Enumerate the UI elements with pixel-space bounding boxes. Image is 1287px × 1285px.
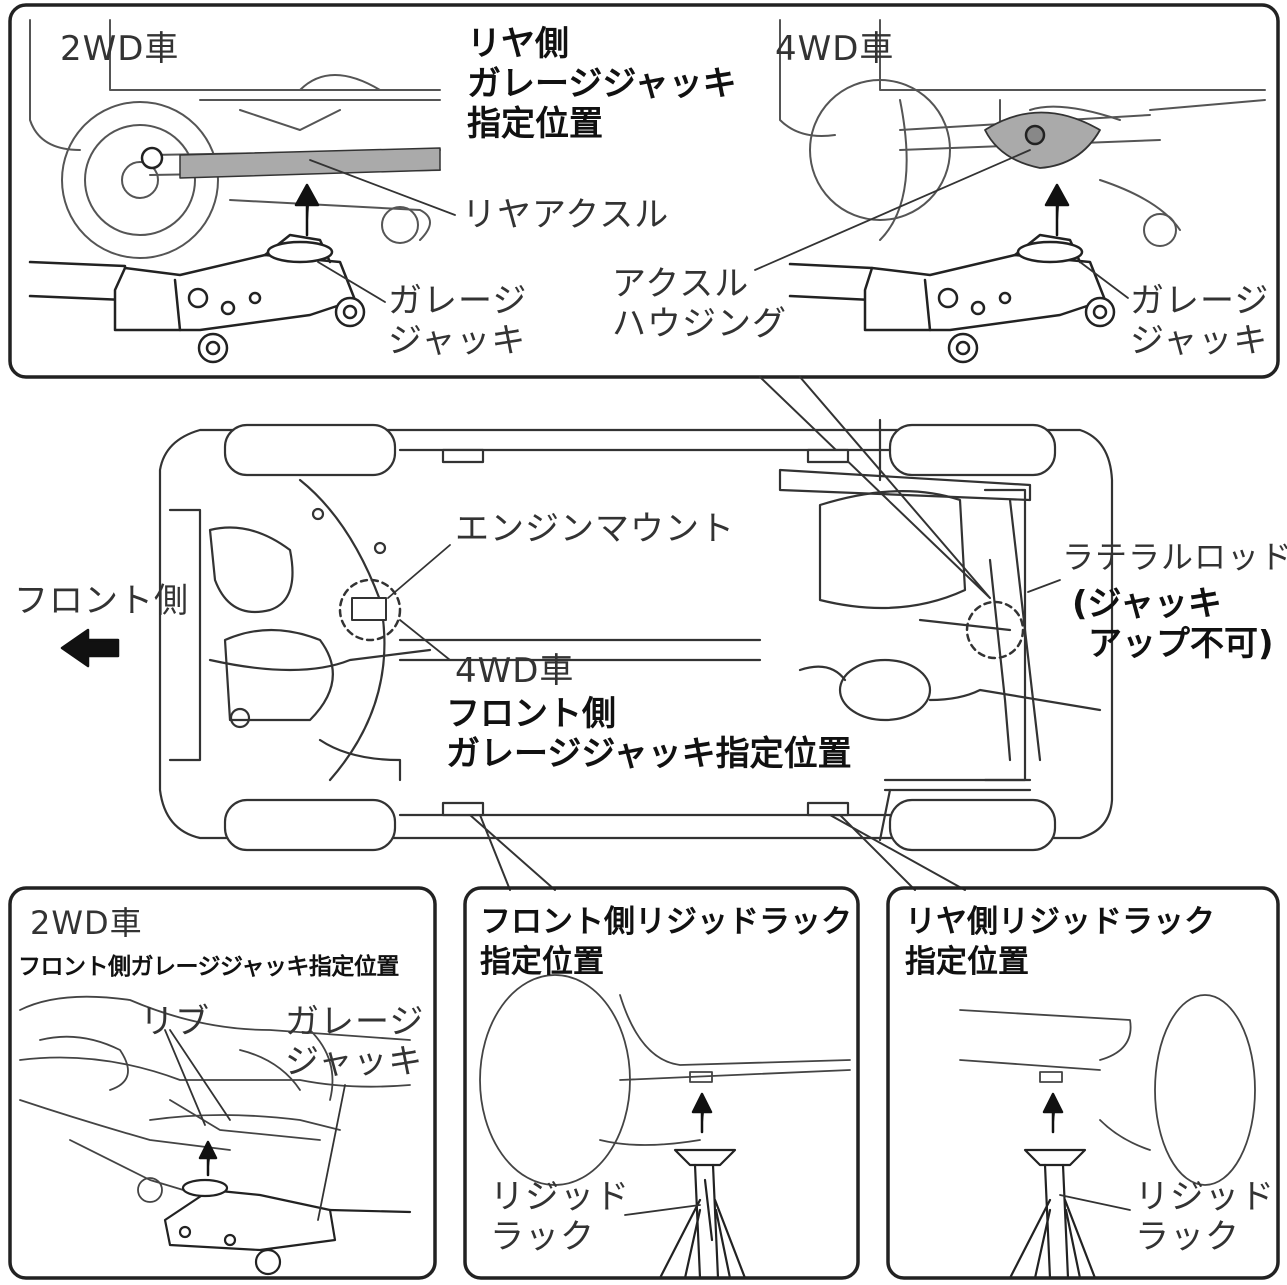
up-arrow-right (1044, 183, 1070, 237)
garage-jack-left (28, 233, 366, 364)
jack-label-bl-2: ジャッキ (285, 1042, 424, 1082)
jack-label-right-2: ジャッキ (1130, 321, 1269, 361)
front-2wd-title: 2WD車 (30, 904, 143, 942)
rack-label-middle-1: リジッド (490, 1177, 630, 1217)
callout-front-rack (469, 814, 556, 891)
leader-rear-axle (309, 159, 456, 216)
leader-lateral-rod (1027, 579, 1061, 593)
front-2wd-heading: フロント側ガレージジャッキ指定位置 (18, 954, 399, 980)
callout-top (759, 376, 991, 599)
rack-label-right-2: ラック (1135, 1217, 1240, 1257)
lateral-rod-circle (965, 600, 1025, 660)
leader-rack-right (1059, 1194, 1131, 1211)
rigid-rack-middle (658, 1148, 747, 1280)
rigid-rack-right (1008, 1148, 1097, 1280)
bottom-right-frame (886, 886, 1280, 1280)
rear-axle-label: リヤアクスル (462, 195, 670, 235)
front-2wd-illustration (19, 995, 411, 1203)
jack-label-left-1: ガレージ (388, 281, 528, 321)
front-rack-illustration (479, 974, 851, 1186)
bottom-middle-frame (463, 886, 860, 1280)
garage-jack-right (788, 233, 1116, 364)
rack-label-right-1: リジッド (1135, 1177, 1275, 1217)
bottom-left-frame (8, 886, 437, 1280)
up-arrow-left (294, 183, 320, 237)
jack-label-bl-1: ガレージ (285, 1002, 425, 1042)
rear-rack-illustration (959, 994, 1256, 1186)
jack-label-right-1: ガレージ (1130, 281, 1270, 321)
rear-rack-heading-2: 指定位置 (905, 944, 1029, 980)
lateral-rod-note-1: (ジャッキ (1072, 584, 1222, 624)
rear-jack-heading-1: リヤ側 (467, 24, 569, 64)
leader-rib (164, 1029, 231, 1126)
leader-engine-mount (387, 544, 451, 599)
callout-rear-rack (829, 814, 966, 891)
engine-mount-label: エンジンマウント (455, 509, 735, 549)
front-jack-heading-1: フロント側 (446, 694, 616, 734)
engine-mount-circle (338, 578, 402, 642)
housing-label-1: アクスル (612, 264, 750, 304)
awd-front-label: 4WD車 (455, 651, 575, 691)
leader-jack-left (317, 261, 386, 303)
leader-housing (754, 149, 1031, 271)
rear-rack-heading-1: リヤ側リジッドラック (905, 904, 1215, 940)
jack-label-left-2: ジャッキ (388, 321, 527, 361)
rear-jack-heading-2: ガレージジャッキ (467, 64, 737, 104)
leader-jack-bl (317, 1084, 346, 1221)
front-rack-heading-2: 指定位置 (480, 944, 604, 980)
up-arrow-bottom-middle (691, 1092, 713, 1134)
leader-rack-middle (624, 1204, 701, 1216)
housing-label-2: ハウジング (612, 304, 787, 344)
garage-jack-bottom-left (163, 1178, 412, 1276)
front-side-label: フロント側 (14, 581, 189, 621)
rib-label: リブ (140, 1002, 210, 1042)
rack-label-middle-2: ラック (490, 1217, 595, 1257)
rear-4wd-illustration (779, 19, 1266, 247)
car-underbody (158, 418, 1114, 852)
rear-2wd-title: 2WD車 (60, 29, 180, 69)
up-arrow-bottom-left (198, 1140, 218, 1177)
front-arrow (60, 628, 120, 668)
leader-jack-right (1079, 261, 1129, 299)
rear-4wd-title: 4WD車 (775, 29, 895, 69)
lateral-rod-label: ラテラルロッド (1062, 538, 1287, 576)
leader-4wd-front (399, 619, 451, 661)
rear-jack-heading-3: 指定位置 (467, 104, 603, 144)
up-arrow-bottom-right (1042, 1092, 1064, 1134)
front-rack-heading-1: フロント側リジッドラック (480, 904, 852, 940)
rear-axle-shade (179, 147, 441, 179)
front-jack-heading-2: ガレージジャッキ指定位置 (446, 734, 852, 774)
top-panel-frame (8, 3, 1280, 379)
lateral-rod-note-2: アップ不可) (1088, 624, 1274, 664)
